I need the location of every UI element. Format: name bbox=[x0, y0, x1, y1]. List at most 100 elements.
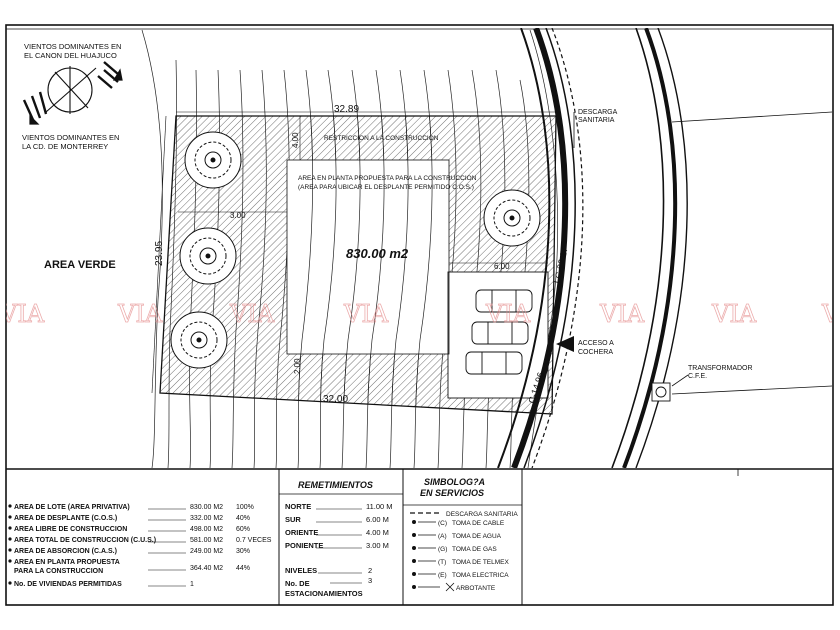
bullet-icon bbox=[8, 515, 12, 519]
transformador-label-line1: TRANSFORMADOR bbox=[688, 365, 753, 372]
symbol-code: (T) bbox=[438, 559, 446, 566]
car-1 bbox=[475, 289, 533, 313]
symbol-label: TOMA DE CABLE bbox=[452, 520, 505, 527]
bullet-icon bbox=[8, 559, 12, 563]
tree-2 bbox=[179, 227, 237, 285]
area-percent: 60% bbox=[236, 526, 250, 533]
remet-value: 6.00 M bbox=[366, 515, 389, 524]
restriction-label: RESTRICCION A LA CONSTRUCCION bbox=[324, 135, 439, 142]
top-dimension: 32.89 bbox=[334, 104, 359, 115]
east-setback-label: 6.00 bbox=[494, 262, 510, 271]
remet-label: ORIENTE bbox=[285, 528, 318, 537]
service-point-icon bbox=[412, 533, 416, 537]
estac-label-line1: No. DE bbox=[285, 579, 310, 588]
svg-text:VIA: VIA bbox=[711, 300, 757, 328]
transformador-label-line2: C.F.E. bbox=[688, 373, 707, 380]
left-dim-line bbox=[151, 115, 167, 394]
bullet-icon bbox=[8, 537, 12, 541]
remet-value: 3.00 M bbox=[366, 541, 389, 550]
area-percent: 0.7 VECES bbox=[236, 537, 272, 544]
lot-area-value: 830.00 m2 bbox=[346, 246, 409, 261]
remet-label: PONIENTE bbox=[285, 541, 323, 550]
arbotante-icon bbox=[412, 585, 416, 589]
simb-title-line2: EN SERVICIOS bbox=[420, 488, 484, 498]
service-point-icon bbox=[412, 572, 416, 576]
remet-label: NORTE bbox=[285, 502, 311, 511]
access-arrow-icon bbox=[556, 336, 574, 352]
area-value: 830.00 M2 bbox=[190, 504, 223, 511]
wind-arrows-icon bbox=[22, 61, 123, 125]
service-point-icon bbox=[412, 520, 416, 524]
bullet-icon bbox=[8, 581, 12, 585]
area-percent: 44% bbox=[236, 565, 250, 572]
symbol-label: TOMA DE AGUA bbox=[452, 533, 502, 540]
symbol-label: TOMA DE TELMEX bbox=[452, 559, 509, 566]
symbol-label: TOMA ELECTRICA bbox=[452, 572, 509, 579]
footprint-outline bbox=[286, 159, 450, 355]
tree-4 bbox=[483, 189, 541, 247]
area-value: 498.00 M2 bbox=[190, 526, 223, 533]
wind-canon-line1: VIENTOS DOMINANTES EN bbox=[24, 42, 121, 51]
area-label: AREA LIBRE DE CONSTRUCCION bbox=[14, 526, 127, 533]
remet-rows: NORTE 11.00 M SUR 6.00 M ORIENTE 4.00 M PONIEN… bbox=[285, 502, 393, 550]
area-label: No. DE VIVIENDAS PERMITIDAS bbox=[14, 581, 122, 588]
remet-label: SUR bbox=[285, 515, 301, 524]
lot-boundary bbox=[159, 115, 557, 415]
svg-text:VIA: VIA bbox=[229, 300, 275, 328]
bullet-icon bbox=[8, 504, 12, 508]
bullet-icon bbox=[8, 526, 12, 530]
area-label: AREA DE LOTE (AREA PRIVATIVA) bbox=[14, 504, 130, 511]
descarga-label-line1: DESCARGA bbox=[578, 109, 618, 116]
simb-title-line1: SIMBOLOG?A bbox=[424, 477, 485, 487]
wind-rose-icon bbox=[45, 66, 97, 114]
symbol-label: TOMA DE GAS bbox=[452, 546, 497, 553]
car-2 bbox=[471, 321, 529, 345]
area-label: AREA EN PLANTA PROPUESTA bbox=[14, 559, 120, 566]
area-value: 249.00 M2 bbox=[190, 548, 223, 555]
west-setback-label: 3.00 bbox=[230, 211, 246, 220]
descarga-label-line2: SANITARIA bbox=[578, 117, 615, 124]
car-3 bbox=[465, 351, 523, 375]
estac-value: 3 bbox=[368, 576, 372, 585]
svg-text:VIA: VIA bbox=[821, 300, 840, 328]
area-value: 1 bbox=[190, 581, 194, 588]
area-label-line2: PARA LA CONSTRUCCION bbox=[14, 568, 103, 575]
svg-text:VIA: VIA bbox=[0, 300, 45, 328]
footprint-label-line1: AREA EN PLANTA PROPUESTA PARA LA CONSTRU… bbox=[298, 175, 477, 182]
south-setback-label: 2.00 bbox=[293, 358, 302, 374]
wind-canon-line2: EL CANON DEL HUAJUCO bbox=[24, 51, 117, 60]
acceso-label-line1: ACCESO A bbox=[578, 340, 614, 347]
transformer-symbol bbox=[651, 382, 671, 402]
symbol-label: DESCARGA SANITARIA bbox=[446, 511, 518, 518]
niveles-label: NIVELES bbox=[285, 566, 317, 575]
area-label: AREA TOTAL DE CONSTRUCCION (C.U.S.) bbox=[14, 537, 156, 544]
symbol-code: (C) bbox=[438, 520, 447, 527]
transformer-leader bbox=[671, 374, 689, 387]
tree-3 bbox=[170, 311, 228, 369]
svg-text:VIA: VIA bbox=[599, 300, 645, 328]
remet-value: 4.00 M bbox=[366, 528, 389, 537]
trees bbox=[170, 131, 541, 369]
remet-title: REMETIMIENTOS bbox=[298, 480, 373, 490]
area-value: 332.00 M2 bbox=[190, 515, 223, 522]
footprint-label-line2: (AREA PARA UBICAR EL DESPLANTE PERMITIDO… bbox=[298, 184, 474, 191]
wind-mty-line1: VIENTOS DOMINANTES EN bbox=[22, 133, 119, 142]
service-point-icon bbox=[412, 559, 416, 563]
area-label: AREA DE ABSORCION (C.A.S.) bbox=[14, 548, 117, 555]
remet-value: 11.00 M bbox=[366, 502, 393, 511]
parked-cars bbox=[465, 289, 533, 375]
lot-line-east-1 bbox=[671, 111, 832, 123]
garage-outline bbox=[447, 271, 549, 399]
north-setback-label: 4.00 bbox=[291, 132, 300, 148]
area-percent: 100% bbox=[236, 504, 254, 511]
building-footprint bbox=[287, 160, 449, 354]
bottom-dimension: 32.00 bbox=[323, 394, 348, 405]
tree-1 bbox=[184, 131, 242, 189]
area-percent: 30% bbox=[236, 548, 250, 555]
service-point-icon bbox=[412, 546, 416, 550]
road-edges bbox=[497, 28, 688, 468]
estac-label-line2: ESTACIONAMIENTOS bbox=[285, 589, 363, 598]
niveles-value: 2 bbox=[368, 566, 372, 575]
